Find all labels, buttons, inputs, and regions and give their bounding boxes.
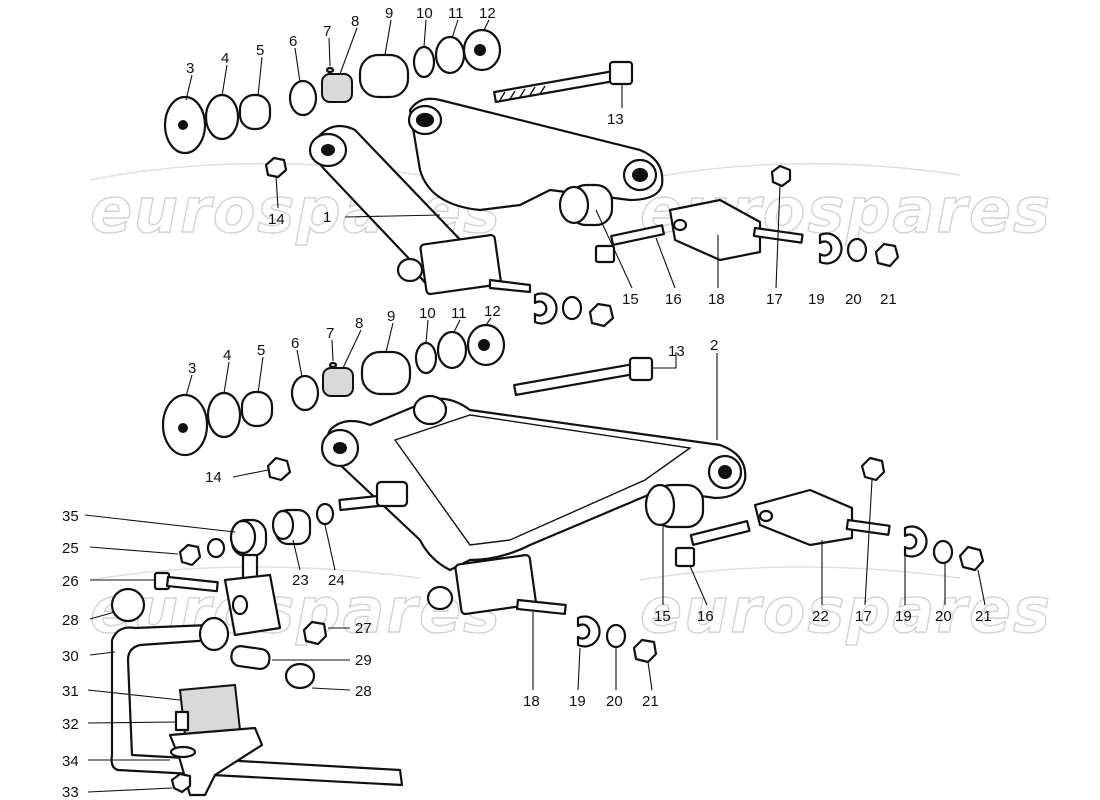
- nut-14-top: [264, 156, 288, 179]
- bushing-stack-bottom: [161, 323, 506, 457]
- callout-22: 22: [812, 608, 829, 625]
- callout-6-bottom: 6: [291, 335, 299, 352]
- callout-20-bottom-center: 20: [606, 693, 623, 710]
- callout-10-bottom: 10: [419, 305, 436, 322]
- callout-4-top: 4: [221, 50, 229, 67]
- leader-lines: [84, 19, 986, 793]
- bolt-13-top: [493, 60, 634, 104]
- callout-16-top: 16: [665, 291, 682, 308]
- callout-4-bottom: 4: [223, 347, 231, 364]
- callout-20-top: 20: [845, 291, 862, 308]
- callout-19-bottom-center: 19: [569, 693, 586, 710]
- bolt-16-bottom: [674, 520, 751, 568]
- callout-19-bottom-right: 19: [895, 608, 912, 625]
- wishbone-arm-2: [320, 394, 747, 616]
- callout-13-top: 13: [607, 111, 624, 128]
- callout-11-top: 11: [448, 5, 464, 22]
- callout-20-bottom-right: 20: [935, 608, 952, 625]
- bushing-stack-top: [163, 28, 502, 155]
- sway-bar-30: [110, 587, 404, 797]
- callout-3-top: 3: [186, 60, 194, 77]
- callout-28-right: 28: [355, 683, 372, 700]
- bracket-22: [753, 488, 891, 547]
- callout-2: 2: [710, 337, 718, 354]
- callout-18-bottom: 18: [523, 693, 540, 710]
- callout-5-bottom: 5: [257, 342, 265, 359]
- callout-21-bottom-right: 21: [975, 608, 992, 625]
- hardware-arm-1-end: [533, 292, 615, 328]
- bolt-13-bottom: [513, 356, 654, 397]
- hardware-19-21-bottom-center: [576, 615, 658, 664]
- bracket-18-top: [668, 198, 804, 262]
- callout-23: 23: [292, 572, 309, 589]
- callout-14-bottom: 14: [205, 469, 222, 486]
- callout-10-top: 10: [416, 5, 433, 22]
- callout-29: 29: [355, 652, 372, 669]
- callout-26: 26: [62, 573, 79, 590]
- callout-18-top: 18: [708, 291, 725, 308]
- callout-7-top: 7: [323, 23, 331, 40]
- nut-17-bottom: [860, 456, 886, 482]
- callout-21-bottom-center: 21: [642, 693, 659, 710]
- callout-8-top: 8: [351, 13, 359, 30]
- callout-25: 25: [62, 540, 79, 557]
- nut-17-top: [770, 164, 792, 188]
- hardware-19-21-top: [818, 232, 900, 268]
- wishbone-arm-1: [308, 124, 532, 296]
- callout-33: 33: [62, 784, 79, 800]
- callout-17-top: 17: [766, 291, 783, 308]
- callout-1: 1: [323, 209, 331, 226]
- callout-17-bottom: 17: [855, 608, 872, 625]
- callout-8-bottom: 8: [355, 315, 363, 332]
- callouts-top: 3 4 5 6 7 8 9 10 11 12 13 14 1 15 16 18 …: [186, 5, 897, 308]
- bushing-15-bottom: [644, 483, 705, 529]
- callout-11-bottom: 11: [451, 305, 467, 322]
- callout-7-bottom: 7: [326, 325, 334, 342]
- callout-24: 24: [328, 572, 345, 589]
- callout-28-left: 28: [62, 612, 79, 629]
- callout-16-bottom: 16: [697, 608, 714, 625]
- callout-9-top: 9: [385, 5, 393, 22]
- callout-15-top: 15: [622, 291, 639, 308]
- callout-27: 27: [355, 620, 372, 637]
- callout-21-top: 21: [880, 291, 897, 308]
- callout-14-top: 14: [268, 211, 285, 228]
- callout-5-top: 5: [256, 42, 264, 59]
- callout-13-bottom: 13: [668, 343, 685, 360]
- watermark-text: eurospares: [640, 574, 1052, 647]
- callout-32: 32: [62, 716, 79, 733]
- callout-19-top: 19: [808, 291, 825, 308]
- callout-35: 35: [62, 508, 79, 525]
- callout-6-top: 6: [289, 33, 297, 50]
- sway-link-assembly: [153, 502, 335, 637]
- callout-31: 31: [62, 683, 79, 700]
- callout-15-bottom: 15: [654, 608, 671, 625]
- wishbone-arm-top: [407, 97, 664, 212]
- callout-34: 34: [62, 753, 79, 770]
- nut-14-bottom: [266, 456, 292, 482]
- bushing-15-top: [558, 183, 614, 227]
- callout-3-bottom: 3: [188, 360, 196, 377]
- bolt-16-top: [594, 224, 666, 264]
- callout-12-top: 12: [479, 5, 496, 22]
- watermark-bottom-right: eurospares: [639, 566, 1052, 648]
- callouts-bottom: 2 3 4 5 6 7 8 9 10 11 12 13 14 15 16 17 …: [62, 303, 992, 800]
- callout-12-bottom: 12: [484, 303, 501, 320]
- hardware-19-21-bottom-right: [903, 525, 985, 572]
- callout-9-bottom: 9: [387, 308, 395, 325]
- callout-30: 30: [62, 648, 79, 665]
